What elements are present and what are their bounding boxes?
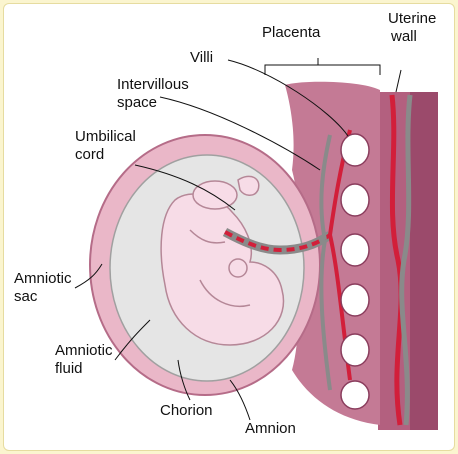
umbilical-cord [222,228,333,255]
label-amniotic-fluid-line2: fluid [55,360,83,377]
uterine-wall-inner [378,92,410,430]
label-villi: Villi [190,49,214,66]
label-uterine-wall-line1: Uterine [388,10,437,27]
leader-lines [74,58,402,421]
fetus [160,175,285,346]
villi [340,133,370,410]
label-chorion: Chorion [160,402,213,419]
label-amniotic-sac-line1: Amniotic [14,270,72,287]
label-umbilical-line1: Umbilical [75,128,136,145]
label-umbilical-line2: cord [75,146,105,163]
label-placenta: Placenta [262,24,321,41]
label-amniotic-fluid-line1: Amniotic [55,342,113,359]
label-uterine-wall-line2: wall [391,28,417,45]
label-intervillous-line1: Intervillous [117,76,189,93]
label-amniotic-sac-line2: sac [14,288,38,305]
label-intervillous-line2: space [117,94,158,111]
placenta-bracket [264,58,381,75]
label-amnion: Amnion [245,420,296,437]
